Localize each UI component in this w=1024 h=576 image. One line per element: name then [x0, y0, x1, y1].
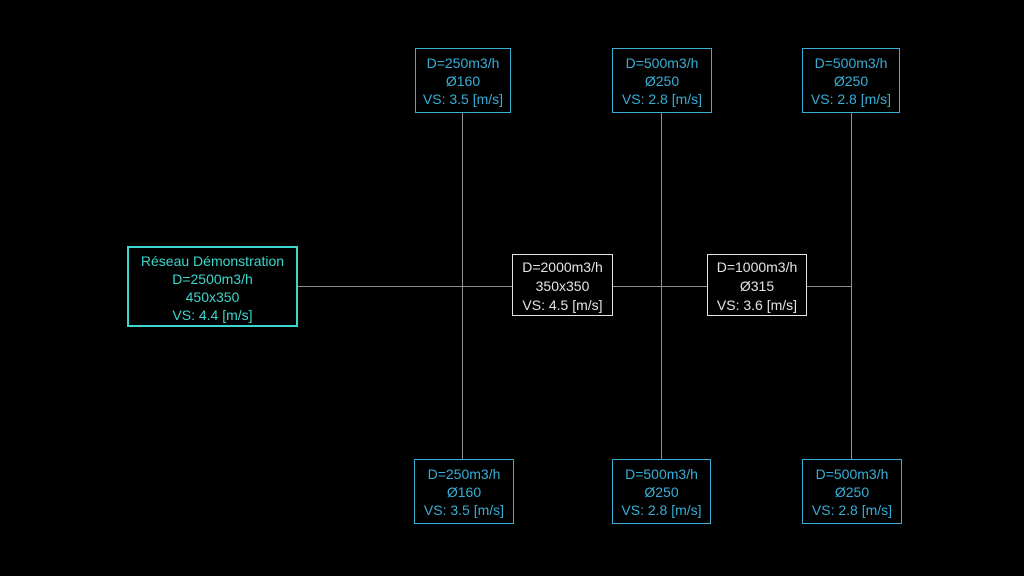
- dimension-label: Ø315: [739, 278, 775, 294]
- segment-box-2[interactable]: D=1000m3/h Ø315 VS: 3.6 [m/s]: [707, 254, 807, 316]
- velocity-label: VS: 3.5 [m/s]: [422, 91, 504, 107]
- bottom-terminal-box-2[interactable]: D=500m3/h Ø250 VS: 2.8 [m/s]: [612, 459, 711, 524]
- dimension-label: Ø250: [834, 484, 870, 500]
- flow-label: D=500m3/h: [815, 466, 889, 482]
- velocity-label: VS: 4.5 [m/s]: [522, 297, 603, 313]
- flow-label: D=500m3/h: [625, 466, 698, 482]
- flow-label: D=250m3/h: [426, 55, 500, 71]
- flow-label: D=2000m3/h: [522, 259, 603, 275]
- flow-label: D=2500m3/h: [172, 271, 253, 287]
- velocity-label: VS: 2.8 [m/s]: [811, 502, 893, 518]
- branch-line-3[interactable]: [851, 112, 852, 460]
- network-root-box[interactable]: Réseau Démonstration D=2500m3/h 450x350 …: [127, 246, 298, 327]
- flow-label: D=250m3/h: [427, 466, 501, 482]
- bottom-terminal-box-1[interactable]: D=250m3/h Ø160 VS: 3.5 [m/s]: [414, 459, 514, 524]
- top-terminal-box-3[interactable]: D=500m3/h Ø250 VS: 2.8 [m/s]: [802, 48, 900, 113]
- top-terminal-box-1[interactable]: D=250m3/h Ø160 VS: 3.5 [m/s]: [415, 48, 511, 113]
- dimension-label: Ø160: [445, 73, 481, 89]
- flow-label: D=500m3/h: [625, 55, 699, 71]
- dimension-label: 350x350: [535, 278, 590, 294]
- dimension-label: Ø250: [833, 73, 869, 89]
- velocity-label: VS: 2.8 [m/s]: [810, 91, 892, 107]
- dimension-label: 450x350: [185, 289, 240, 305]
- velocity-label: VS: 2.8 [m/s]: [621, 502, 702, 518]
- dimension-label: Ø250: [644, 484, 679, 500]
- bottom-terminal-box-3[interactable]: D=500m3/h Ø250 VS: 2.8 [m/s]: [802, 459, 902, 524]
- flow-label: D=500m3/h: [814, 55, 888, 71]
- branch-line-1[interactable]: [462, 112, 463, 460]
- velocity-label: VS: 2.8 [m/s]: [621, 91, 703, 107]
- dimension-label: Ø160: [446, 484, 482, 500]
- top-terminal-box-2[interactable]: D=500m3/h Ø250 VS: 2.8 [m/s]: [612, 48, 712, 113]
- dimension-label: Ø250: [644, 73, 680, 89]
- flow-label: D=1000m3/h: [716, 259, 798, 275]
- branch-line-2[interactable]: [661, 112, 662, 460]
- velocity-label: VS: 3.6 [m/s]: [716, 297, 798, 313]
- segment-box-1[interactable]: D=2000m3/h 350x350 VS: 4.5 [m/s]: [512, 254, 613, 316]
- velocity-label: VS: 3.5 [m/s]: [423, 502, 505, 518]
- velocity-label: VS: 4.4 [m/s]: [172, 307, 253, 323]
- network-title: Réseau Démonstration: [140, 253, 285, 269]
